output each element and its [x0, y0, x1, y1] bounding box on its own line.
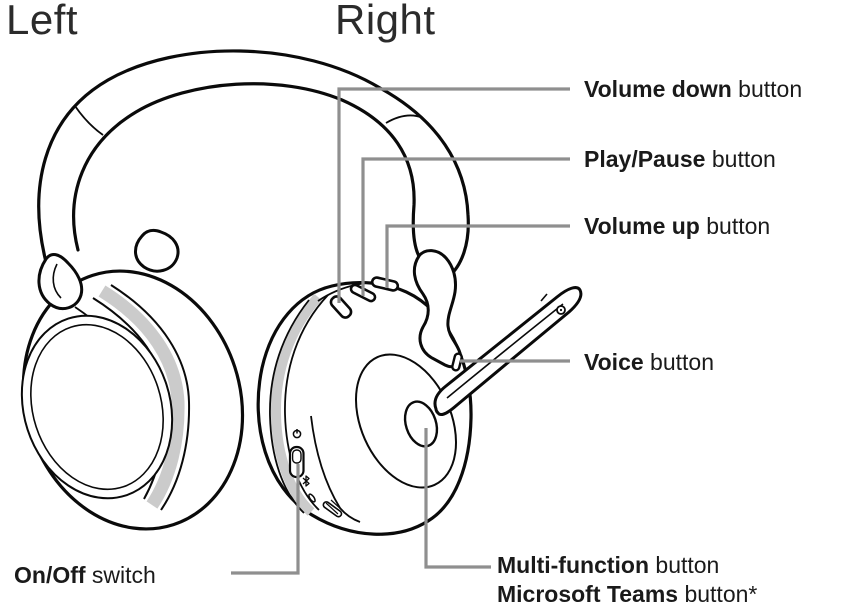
left-earcup-cushion-outer [20, 314, 174, 500]
volume-down-button [329, 295, 353, 319]
volume-down-label-bold: Volume down [584, 76, 732, 102]
multi-function-label: Multi-function button Microsoft Teams bu… [497, 551, 757, 609]
headband-pad-seam-left [74, 105, 104, 136]
volume-up-label: Volume up button [584, 212, 770, 240]
volume-up-label-rest: button [699, 213, 771, 239]
teams-label-line2: Microsoft Teams button* [497, 580, 757, 609]
right-side-title-text: Right [335, 0, 436, 43]
usb-port-icon [308, 493, 316, 503]
leader-lines [231, 87, 570, 575]
on-off-switch-knob [291, 449, 302, 464]
teams-label-rest: button* [678, 581, 758, 607]
on-off-label-bold: On/Off [14, 562, 86, 588]
volume-down-leader-line [337, 87, 570, 303]
right-earcup-shell [256, 281, 473, 536]
play-pause-label-rest: button [705, 146, 776, 172]
voice-label-rest: button [643, 349, 714, 375]
on-off-leader-line [231, 464, 300, 575]
left-earcup-shade-outer-line [110, 284, 191, 511]
right-earcup-shade-inner-line [269, 299, 310, 514]
left-yoke [37, 228, 180, 311]
left-earcup-cushion-inner [30, 323, 164, 491]
volume-up-label-bold: Volume up [584, 213, 700, 239]
left-yoke-slot [52, 263, 62, 299]
mic-hole-dot [559, 308, 563, 312]
side-panel-icons [288, 429, 344, 518]
play-pause-label: Play/Pause button [584, 145, 776, 173]
multi-function-leader-line [424, 428, 491, 569]
multi-function-label-line1: Multi-function button [497, 551, 757, 580]
on-off-label-rest: switch [85, 562, 156, 588]
headband-pad-seam-right [385, 114, 424, 124]
boom-arm-notch [540, 293, 548, 302]
on-off-label: On/Off switch [14, 561, 156, 589]
boom-microphone [433, 286, 583, 416]
headband-outer-edge [37, 49, 470, 279]
volume-up-leader-line [385, 224, 570, 288]
voice-label: Voice button [584, 348, 714, 376]
bluetooth-icon [302, 475, 310, 487]
teams-label-bold: Microsoft Teams [497, 581, 679, 607]
right-earcup-shade-band [270, 293, 322, 516]
left-side-title-text: Left [6, 0, 79, 43]
play-pause-label-bold: Play/Pause [584, 146, 706, 172]
left-side-title: Left [6, 0, 78, 44]
play-pause-leader-line [361, 157, 570, 296]
voice-button [451, 352, 463, 372]
headband-inner-edge [72, 82, 422, 260]
volume-down-label-rest: button [731, 76, 803, 102]
headband-body [38, 50, 469, 277]
left-yoke-hinge [134, 228, 180, 273]
boom-arm-contour [446, 303, 564, 399]
bottom-slot-hatch [325, 499, 344, 515]
volume-down-label: Volume down button [584, 75, 802, 103]
left-earcup [20, 269, 245, 531]
multi-function-button [403, 400, 439, 448]
right-earcup-shade-outer-line [284, 294, 329, 511]
right-earcup [256, 276, 473, 536]
left-yoke-fork [37, 253, 84, 311]
voice-label-bold: Voice [584, 349, 644, 375]
multi-function-label-rest: button [649, 552, 720, 578]
multi-function-label-bold: Multi-function [497, 552, 650, 578]
right-side-title: Right [335, 0, 436, 44]
left-earcup-shade-band [98, 285, 185, 509]
headband [37, 49, 470, 279]
